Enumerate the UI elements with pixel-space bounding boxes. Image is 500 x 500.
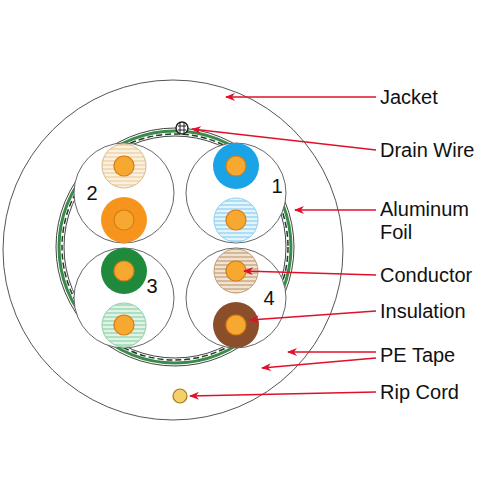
callout-number: 4 [263, 287, 274, 309]
part-label: Jacket [380, 86, 438, 109]
part-label: Insulation [380, 300, 466, 323]
part-label: Drain Wire [380, 139, 474, 162]
part-label: PE Tape [380, 344, 455, 367]
callout-number: 1 [271, 175, 282, 197]
part-label: Aluminum Foil [380, 198, 490, 244]
part-label: Rip Cord [380, 381, 459, 404]
part-label: Conductor [380, 264, 472, 287]
callout-number: 3 [146, 275, 157, 297]
callout-number: 2 [86, 182, 97, 204]
